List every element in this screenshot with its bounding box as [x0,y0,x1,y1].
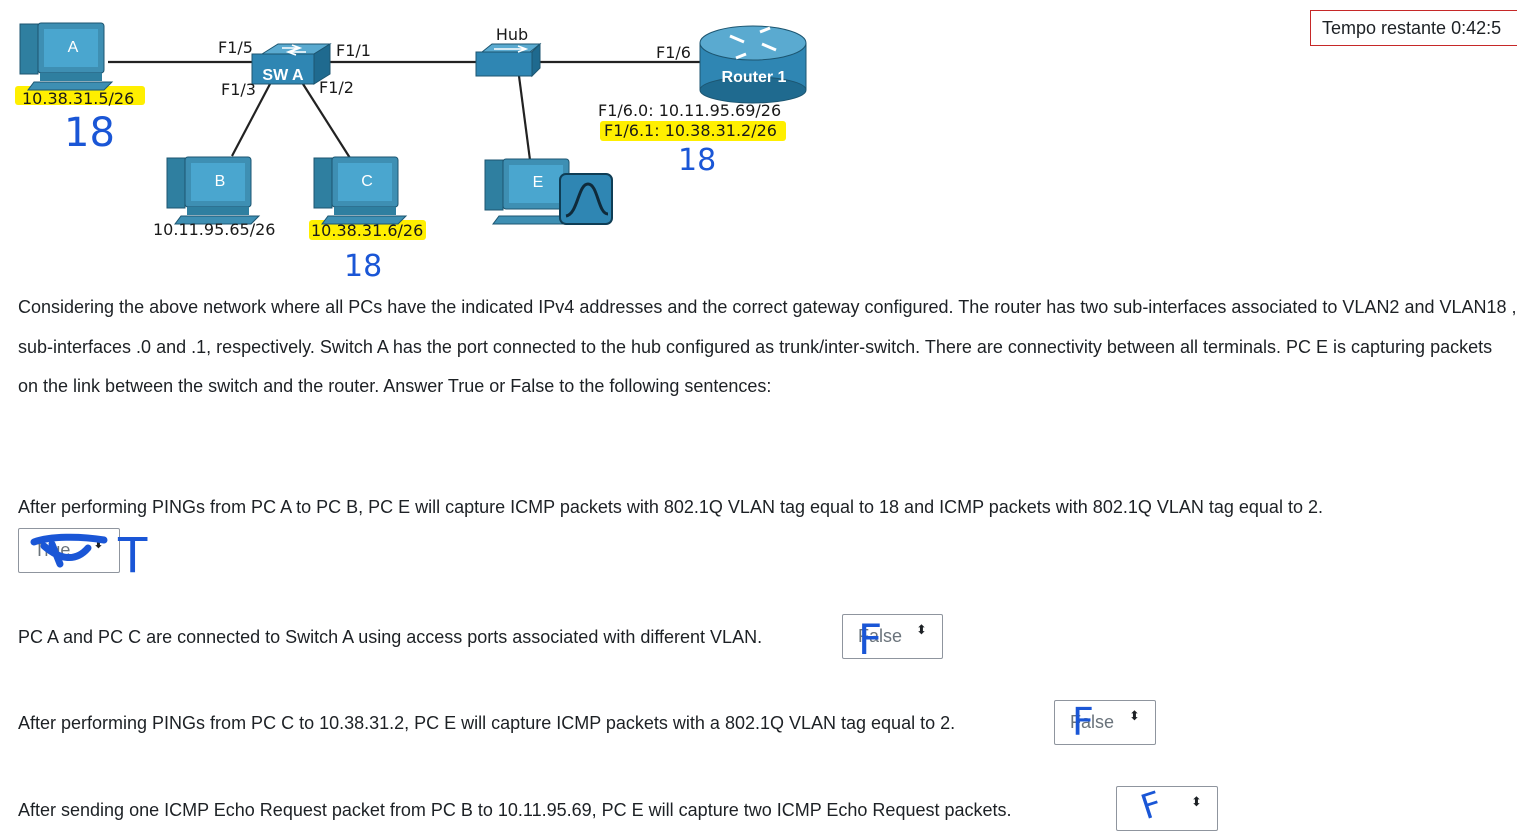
time-remaining: Tempo restante 0:42:5 [1310,10,1517,46]
network-diagram: A 10.38.31.5/26 SW A Hub Router 1 B 10.1… [15,22,807,284]
port-f1-6: F1/6 [656,43,691,62]
question-4-text: After sending one ICMP Echo Request pack… [18,800,1012,820]
pc-a-ip: 10.38.31.5/26 [22,89,134,108]
question-3-value: False [1070,712,1115,732]
handwritten-vlan-c-text: 18 [344,249,382,284]
pc-b-label: B [215,173,226,190]
handwritten-vlan-router-text: 18 [678,143,716,178]
pc-a-label: A [68,39,79,56]
switch-label: SW A [262,67,304,84]
select-arrows-icon: ⬍ [1129,708,1140,723]
router-label: Router 1 [722,69,787,86]
port-f1-3: F1/3 [221,80,256,99]
pc-c-label: C [361,173,373,190]
question-2-text: PC A and PC C are connected to Switch A … [18,627,763,647]
router-subinterface-1: F1/6.1: 10.38.31.2/26 [604,121,777,140]
question-3-text: After performing PINGs from PC C to 10.3… [18,713,956,733]
pc-e-label: E [533,174,544,191]
pc-a-icon [19,22,114,91]
port-f1-5: F1/5 [218,38,253,57]
hub-icon [475,42,542,78]
select-arrows-icon: ⬍ [93,536,104,551]
select-arrows-icon: ⬍ [916,622,927,637]
handwritten-vlan-c: 18 [344,249,382,284]
question-intro: Considering the above network where all … [18,297,1517,396]
port-f1-1: F1/1 [336,41,371,60]
pc-c-ip: 10.38.31.6/26 [311,221,423,240]
switch-icon [251,43,332,85]
hub-label: Hub [496,25,528,44]
question-4-select[interactable]: ⬍ [1116,786,1218,831]
router-icon [699,25,807,104]
handwritten-vlan-a: 18 [64,110,115,156]
pc-b-icon [166,156,261,225]
question-1-select[interactable]: True ⬍ [18,528,120,573]
pc-b-ip: 10.11.95.65/26 [153,220,275,239]
question-1-text: After performing PINGs from PC A to PC B… [18,497,1323,517]
select-arrows-icon: ⬍ [1191,794,1202,809]
port-f1-2: F1/2 [319,78,354,97]
question-1-value: True [34,540,71,560]
question-2-select[interactable]: False ⬍ [842,614,943,659]
question-2-value: False [858,626,903,646]
question-3-select[interactable]: False ⬍ [1054,700,1156,745]
handwritten-vlan-a-text: 18 [64,110,115,156]
router-subinterface-0: F1/6.0: 10.11.95.69/26 [598,101,781,120]
packet-capture-icon [559,173,613,225]
handwritten-vlan-router: 18 [678,143,716,178]
pc-c-icon [313,156,408,225]
pc-e-icon [484,158,579,225]
handwritten-answer-q1: T [117,528,148,584]
network-links [108,60,702,161]
